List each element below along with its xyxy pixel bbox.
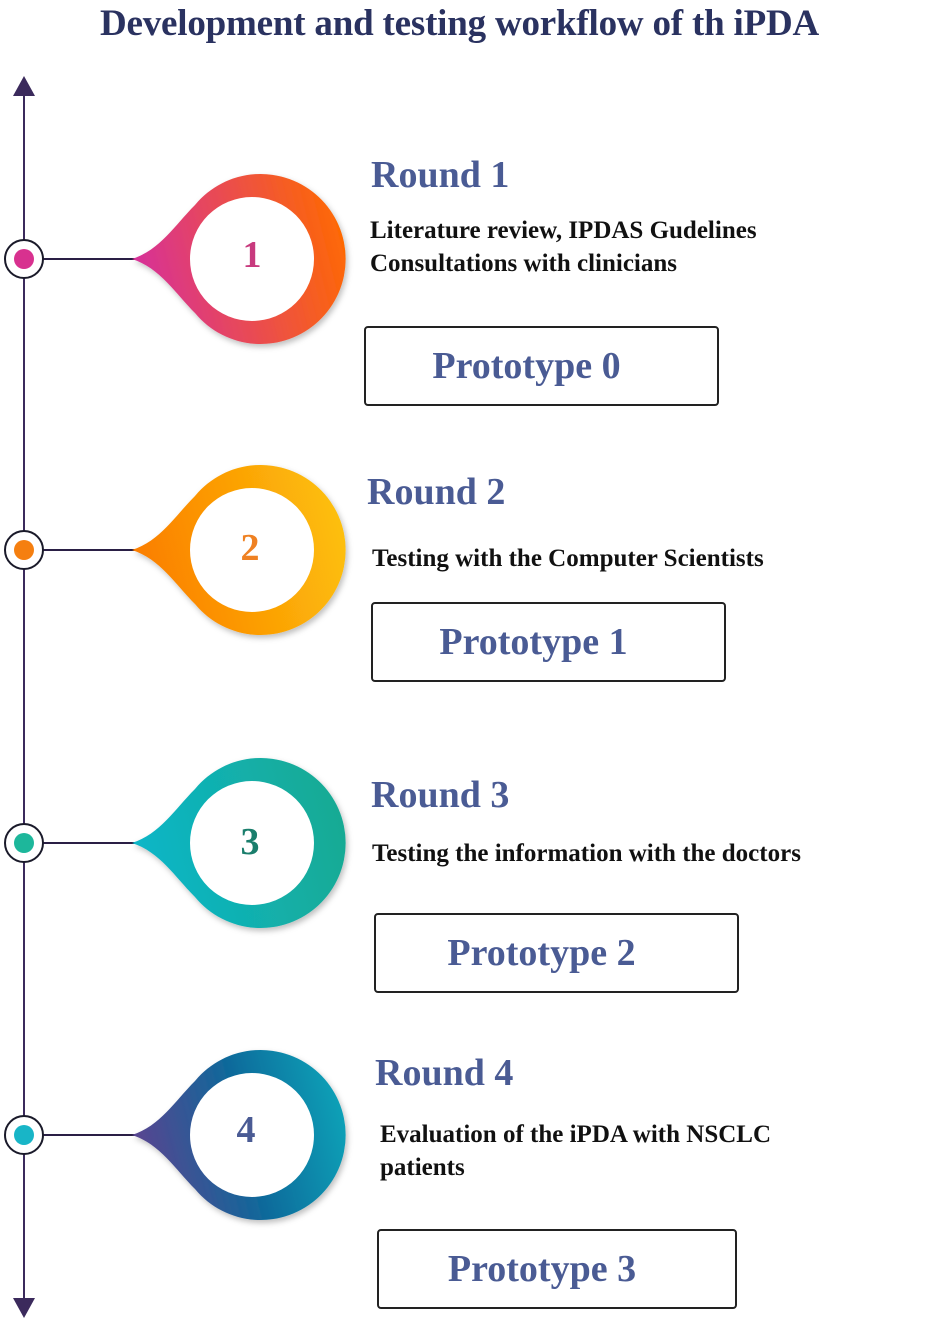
round-2-number: 2	[240, 527, 260, 569]
prototype-1-box: Prototype 1	[371, 602, 726, 682]
round-1-description-line-2: Consultations with clinicians	[370, 250, 678, 277]
round-1-description-line-1: Literature review, IPDAS Gudelines	[370, 217, 757, 244]
arrow-down-icon	[13, 1298, 35, 1318]
prototype-2-box: Prototype 2	[374, 913, 739, 993]
prototype-3-label: Prototype 3	[447, 1248, 637, 1290]
prototype-1-label: Prototype 1	[439, 621, 628, 663]
round-2-description-line-1: Testing with the Computer Scientists	[372, 545, 764, 572]
round-2-title: Round 2	[367, 471, 506, 513]
round-4-description-line-1: Evaluation of the iPDA with NSCLC	[380, 1121, 772, 1148]
prototype-3-box: Prototype 3	[377, 1229, 737, 1309]
round-1-number: 1	[242, 234, 262, 276]
round-4-number: 4	[236, 1109, 256, 1151]
arrow-up-icon	[13, 76, 35, 96]
round-4-description-line-2: patients	[380, 1154, 465, 1181]
round-4-title: Round 4	[375, 1052, 514, 1094]
round-3-description-line-1: Testing the information with the doctors	[372, 840, 801, 867]
prototype-2-label: Prototype 2	[447, 932, 636, 974]
round-1-title: Round 1	[371, 154, 510, 196]
round-3-number: 3	[240, 821, 260, 863]
prototype-0-box: Prototype 0	[364, 326, 719, 406]
diagram-title: Development and testing workflow of th i…	[100, 3, 820, 44]
prototype-0-label: Prototype 0	[432, 345, 621, 387]
round-3-title: Round 3	[371, 774, 510, 816]
